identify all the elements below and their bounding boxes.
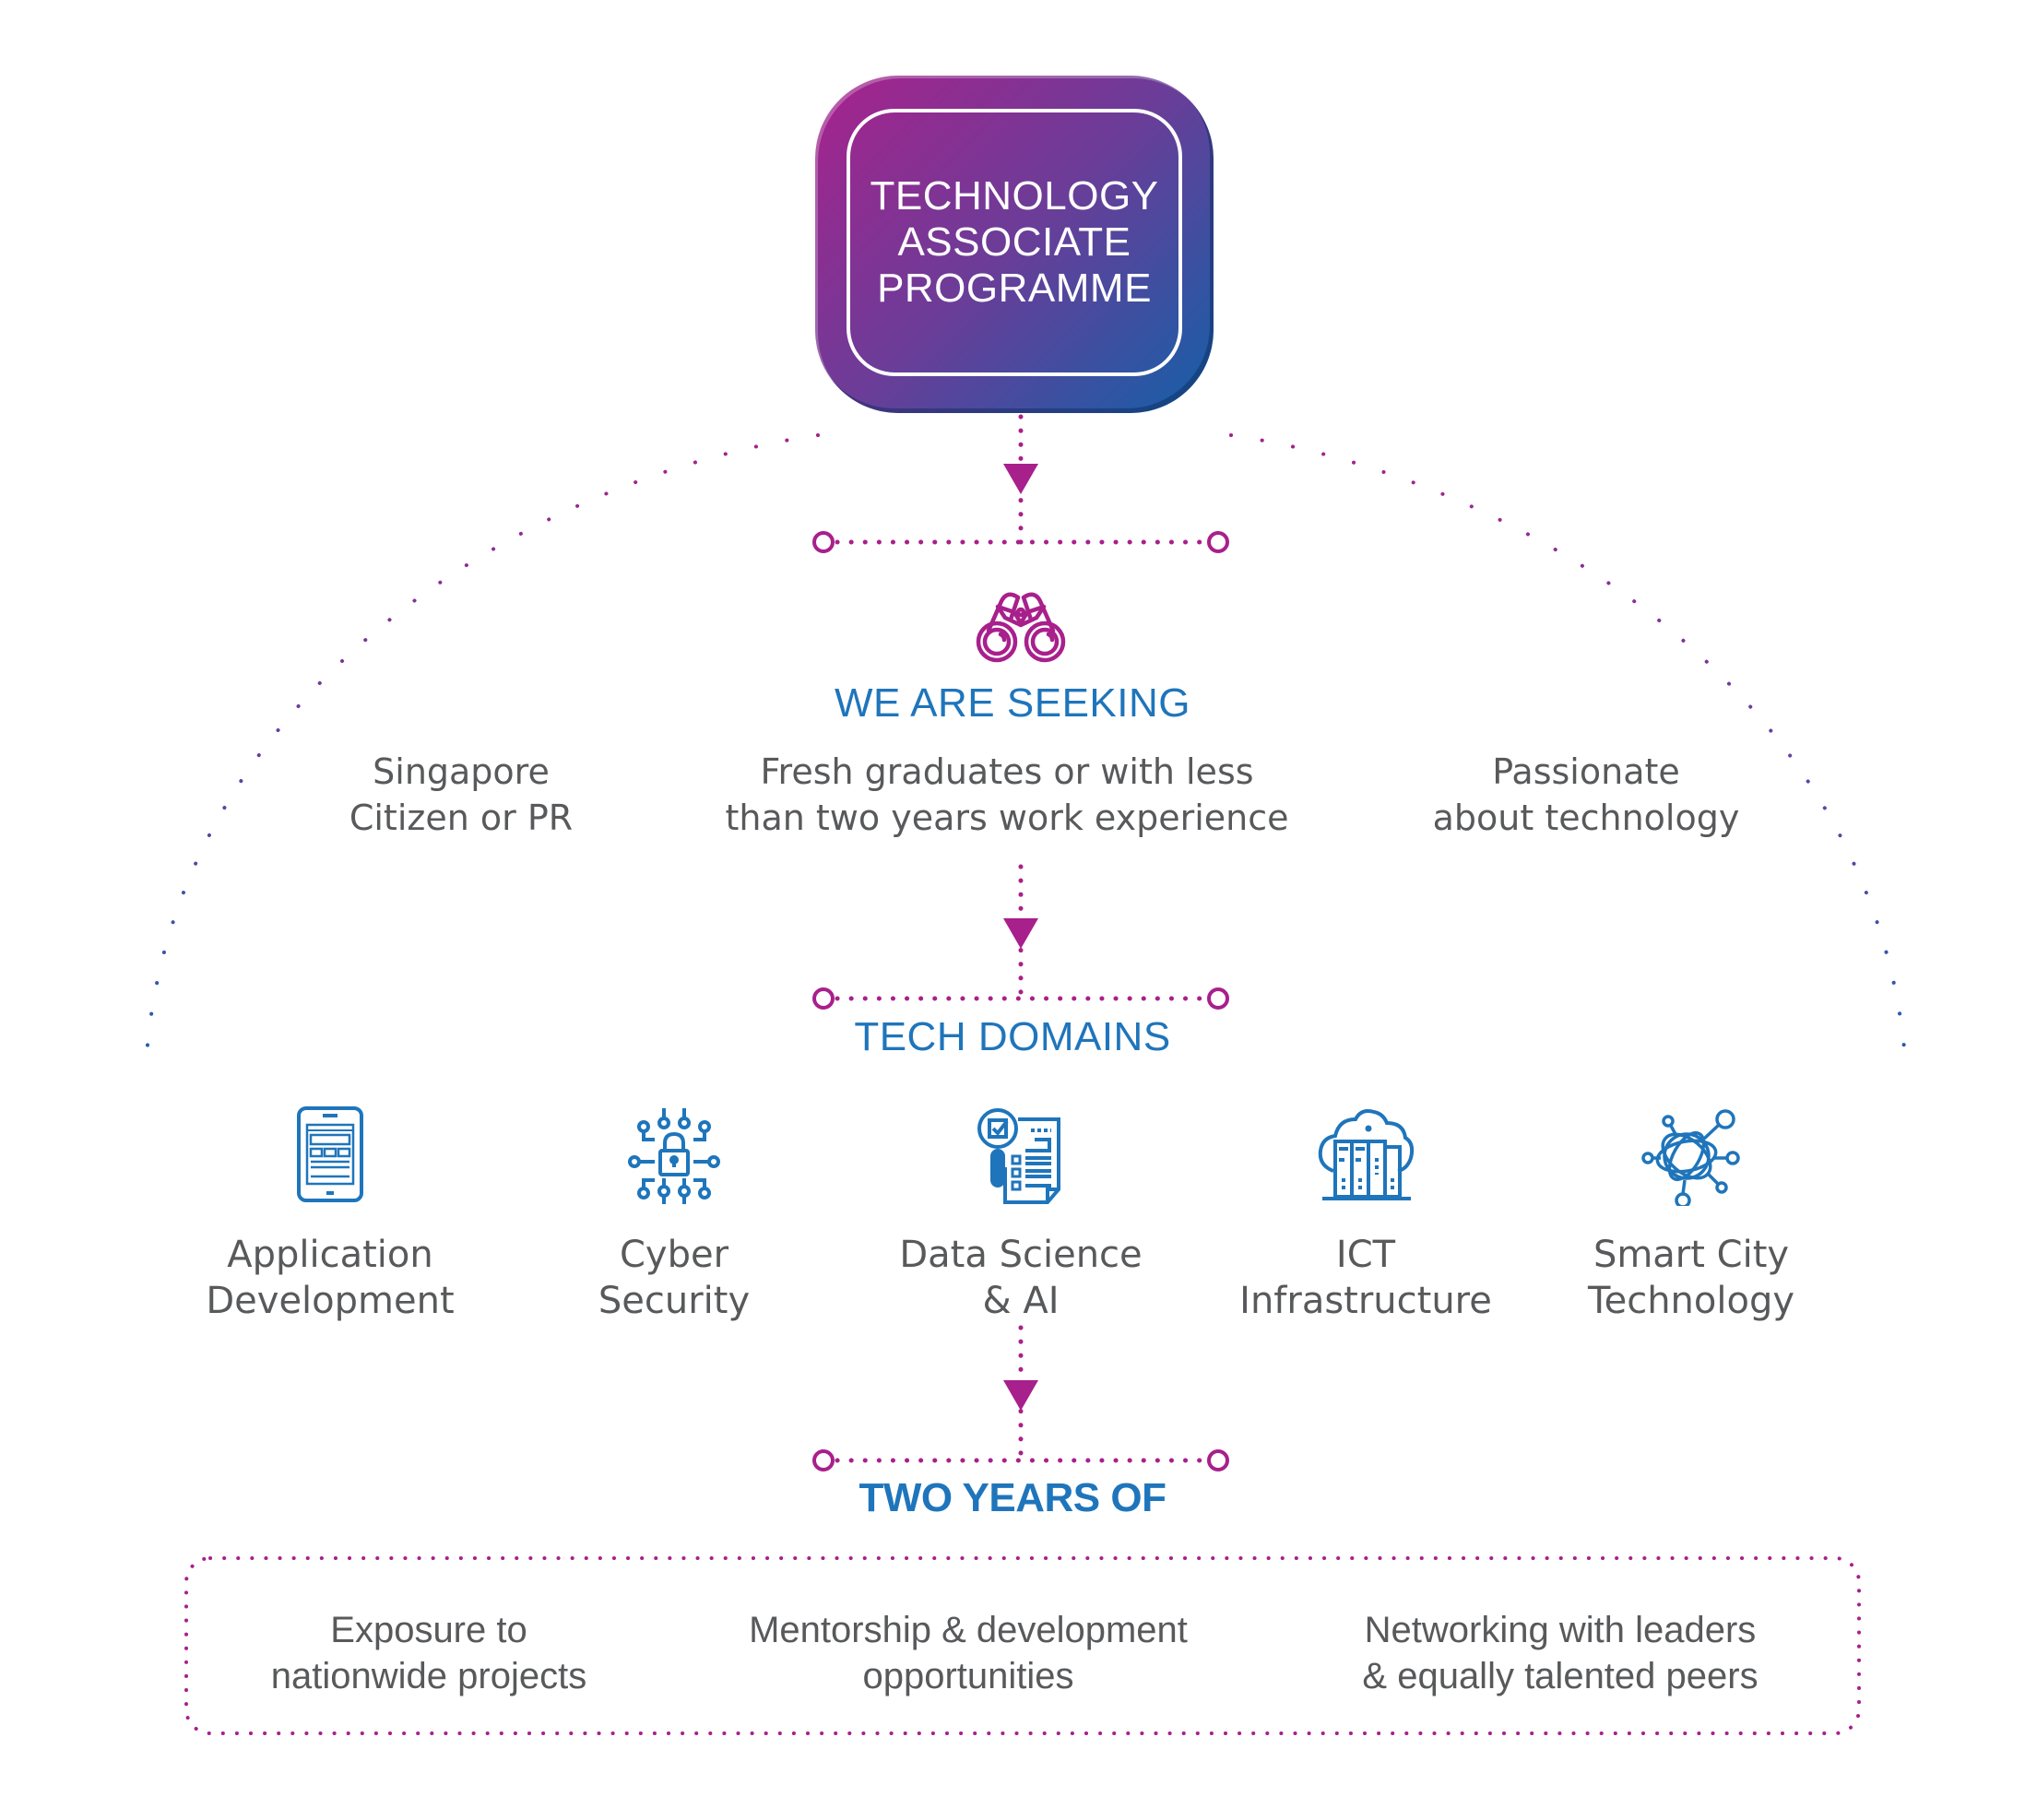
seeking-bar-left-node [812,531,835,553]
benefits-bar-right-node [1207,1449,1229,1471]
domain-label: Data Science & AI [899,1234,1143,1322]
circuit-lock-icon [628,1108,720,1204]
criterion-passion: Passionate about technology [1432,751,1740,838]
domain-label: Application Development [206,1234,455,1322]
benefits-bar-left-node [812,1449,835,1471]
arrow-down-icon [1003,918,1038,949]
network-globe-icon [1641,1109,1740,1209]
criterion-experience: Fresh graduates or with less than two ye… [725,751,1289,838]
domain-application-development: Application Development [164,1105,496,1324]
cloud-server-icon [1318,1109,1415,1200]
arrow-down-icon [1003,464,1038,494]
domain-label: Smart City Technology [1587,1234,1795,1322]
benefit-exposure: Exposure to nationwide projects [270,1610,587,1696]
domain-cyber-security: Cyber Security [508,1105,840,1324]
domain-label: Cyber Security [598,1234,751,1322]
programme-title: TECHNOLOGY ASSOCIATE PROGRAMME [870,173,1159,311]
domains-bar-right-node [1207,987,1229,1010]
domain-label: ICT Infrastructure [1239,1234,1492,1322]
arrow-down-icon [1003,1380,1038,1411]
benefits-heading: TWO YEARS OF [859,1475,1166,1520]
tablet-app-icon [297,1106,363,1202]
domain-ict-infrastructure: ICT Infrastructure [1200,1105,1532,1324]
benefit-mentorship: Mentorship & development opportunities [749,1610,1188,1696]
magnifier-report-icon [977,1108,1060,1204]
programme-title-box: TECHNOLOGY ASSOCIATE PROGRAMME [815,76,1214,413]
criterion-citizenship: Singapore Citizen or PR [349,751,574,838]
seeking-heading: WE ARE SEEKING [835,680,1190,726]
domain-smart-city-technology: Smart City Technology [1525,1105,1857,1324]
seeking-bar-right-node [1207,531,1229,553]
benefits-box [184,1556,1861,1735]
benefit-networking: Networking with leaders & equally talent… [1362,1610,1759,1696]
domains-bar-left-node [812,987,835,1010]
domains-heading: TECH DOMAINS [854,1014,1171,1059]
domain-data-science-ai: Data Science & AI [855,1105,1187,1324]
programme-title-inner-frame: TECHNOLOGY ASSOCIATE PROGRAMME [847,109,1182,376]
binoculars-icon [976,592,1066,663]
